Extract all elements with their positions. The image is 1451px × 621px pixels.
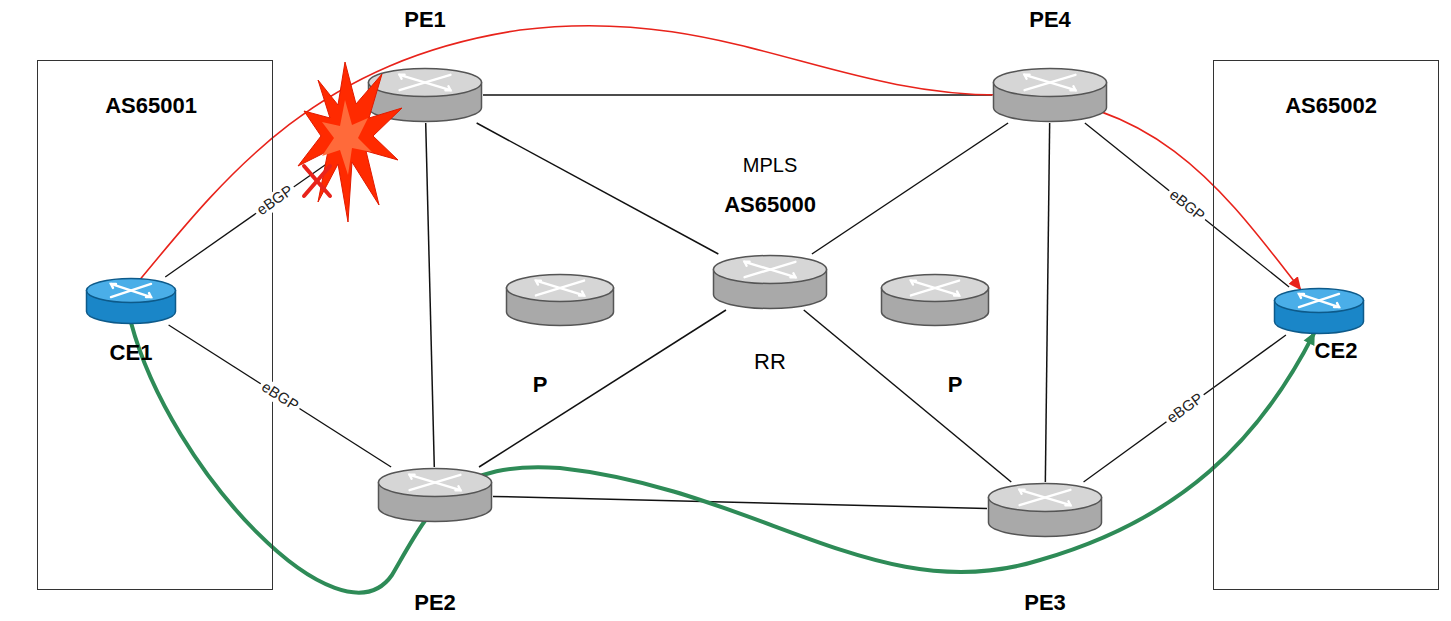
core-link (493, 496, 987, 508)
pe-router: PE3 (987, 482, 1103, 538)
node-label: MPLS (743, 154, 797, 177)
ce-router: CE2 (1273, 287, 1365, 335)
pe-router: PE1 (367, 67, 483, 123)
router-icon (367, 67, 483, 123)
router-icon (85, 277, 177, 325)
link-label: eBGP (252, 180, 299, 220)
as-box: AS65002CE2 (1213, 60, 1439, 590)
core-link (479, 310, 726, 467)
cross-mark (304, 166, 330, 196)
node-label: P (948, 372, 963, 398)
ebgp-link (1084, 335, 1286, 482)
node-label: PE1 (404, 7, 446, 33)
node-label: CE2 (1315, 338, 1358, 364)
mpls-cloud: MPLSAS65000PE1PE4RRPPPE2PE3 (325, 0, 1095, 600)
core-link (426, 123, 435, 467)
ebgp-link (169, 325, 392, 467)
ce-router: CE1 (85, 277, 177, 325)
router-icon (992, 67, 1108, 123)
pe-router: PE4 (992, 67, 1108, 123)
node-label: PE3 (1024, 590, 1066, 616)
node-label: RR (754, 349, 786, 375)
core-link (477, 123, 719, 254)
p-router: P (505, 273, 615, 327)
node-label: PE4 (1029, 7, 1071, 33)
traffic-path (140, 26, 1300, 290)
core-link (804, 310, 1011, 482)
node-label: CE1 (110, 340, 153, 366)
node-label: AS65002 (1285, 93, 1377, 119)
core-link (1045, 123, 1049, 482)
as-box: AS65001CE1 (37, 60, 273, 590)
node-label: P (533, 372, 548, 398)
router-icon (1273, 287, 1365, 335)
router-icon (505, 273, 615, 327)
pe-router: PE2 (377, 467, 493, 523)
router-icon (712, 254, 828, 310)
explosion-core (322, 100, 372, 175)
core-link (812, 123, 1008, 254)
ebgp-link (165, 123, 385, 277)
core-link (483, 94, 992, 96)
node-label: AS65000 (724, 192, 816, 218)
p-router: P (880, 273, 990, 327)
node-label: PE2 (414, 590, 456, 616)
traffic-path (131, 323, 1314, 593)
route-reflector: RR (712, 254, 828, 310)
router-icon (880, 273, 990, 327)
router-icon (377, 467, 493, 523)
link-label: eBGP (256, 377, 304, 416)
ebgp-link (1085, 123, 1289, 287)
router-icon (987, 482, 1103, 538)
link-label: eBGP (1161, 388, 1208, 428)
link-label: eBGP (1164, 184, 1210, 226)
node-label: AS65001 (105, 93, 197, 119)
